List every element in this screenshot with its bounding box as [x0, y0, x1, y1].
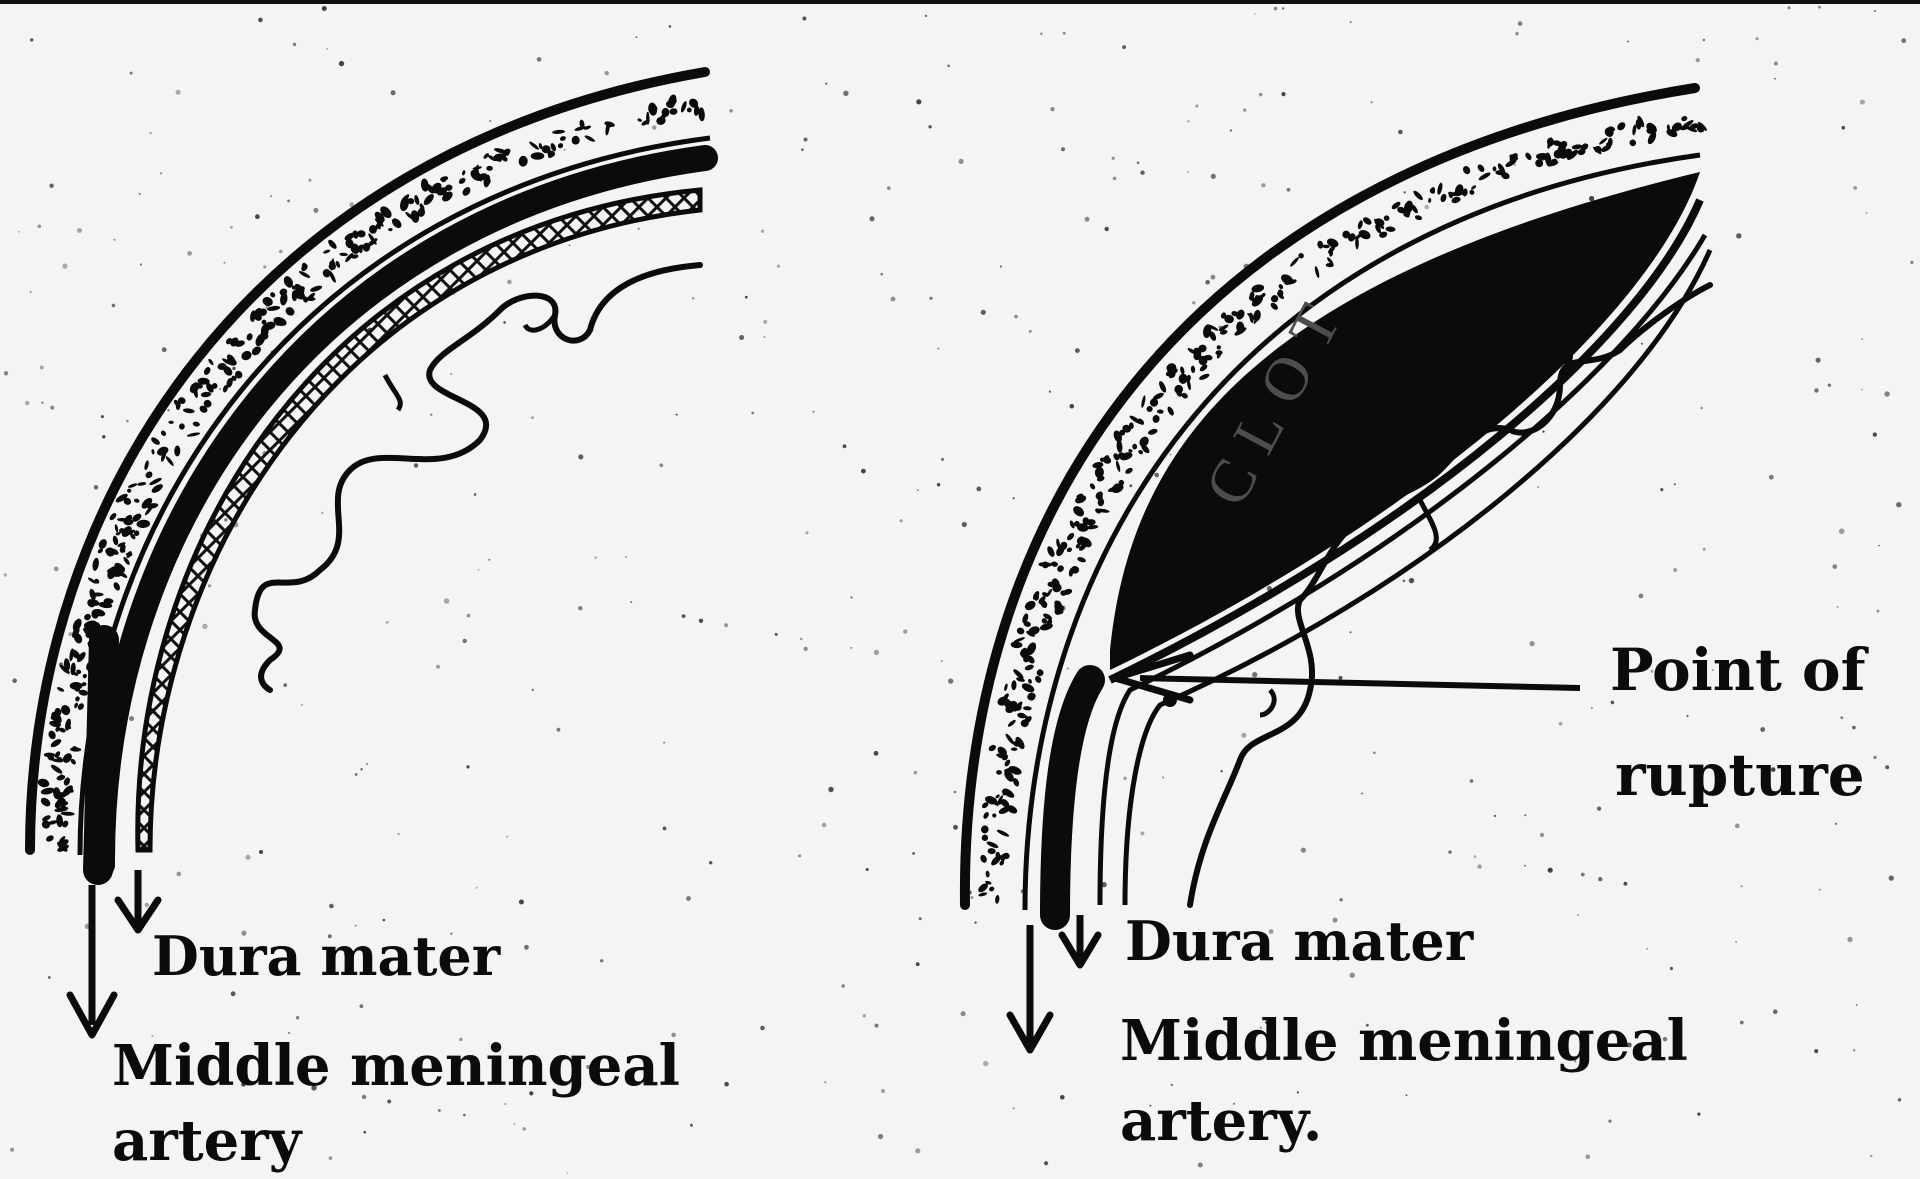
left-artery — [98, 640, 104, 870]
right-artery-label-line1: Middle meningeal — [1120, 1008, 1688, 1074]
left-dura-band — [102, 158, 705, 865]
right-artery-label-line2: artery. — [1120, 1088, 1322, 1154]
rupture-label-line2: rupture — [1615, 741, 1865, 809]
left-dura-mater-label: Dura mater — [152, 924, 501, 988]
right-artery-arrow — [1010, 925, 1050, 1050]
rupture-label-line1: Point of — [1610, 636, 1870, 704]
paper-speckles — [4, 6, 1914, 1174]
left-sulcus-1 — [525, 315, 555, 330]
right-artery — [1055, 680, 1090, 915]
top-border — [0, 0, 1920, 4]
right-panel: CLOT Dura mater Middle meningeal — [965, 88, 1870, 1154]
left-dura-arrow — [118, 870, 158, 930]
left-artery-label-line1: Middle meningeal — [112, 1033, 680, 1099]
left-artery-label-line2: artery — [112, 1108, 303, 1174]
left-artery-arrow — [70, 885, 114, 1035]
right-sulcus-3 — [1260, 690, 1274, 715]
left-skull-inner — [80, 138, 710, 855]
right-dura-mater-label: Dura mater — [1125, 909, 1474, 973]
left-panel: Dura mater Middle meningeal artery — [30, 72, 710, 1174]
left-sulcus-2 — [385, 375, 400, 410]
